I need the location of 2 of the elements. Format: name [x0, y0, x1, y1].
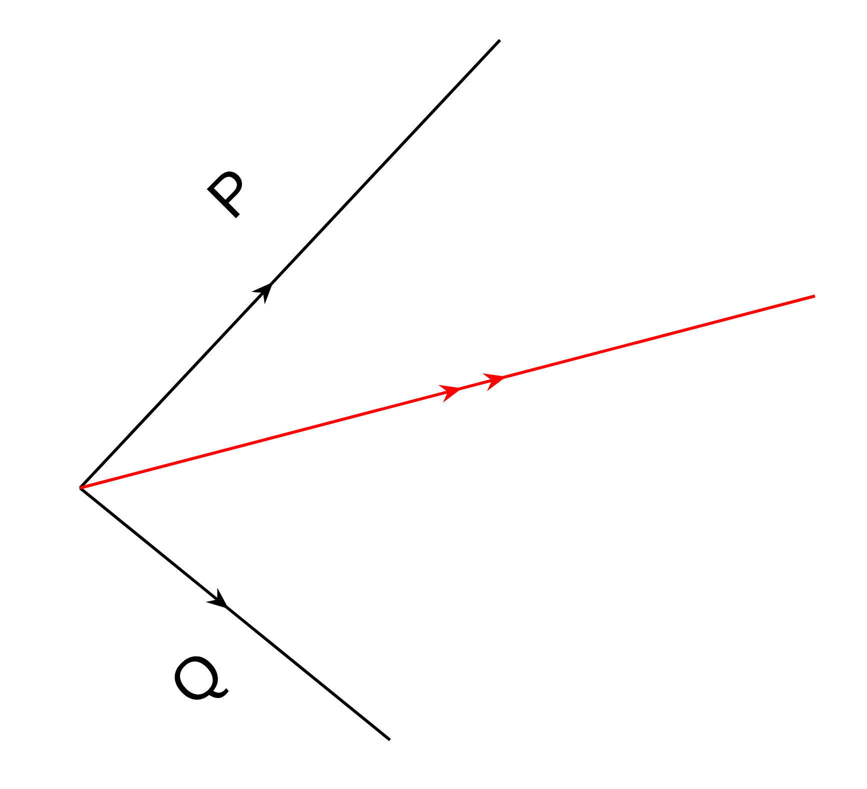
- vector-label: P: [206, 171, 242, 218]
- vector-label: Q: [174, 656, 229, 700]
